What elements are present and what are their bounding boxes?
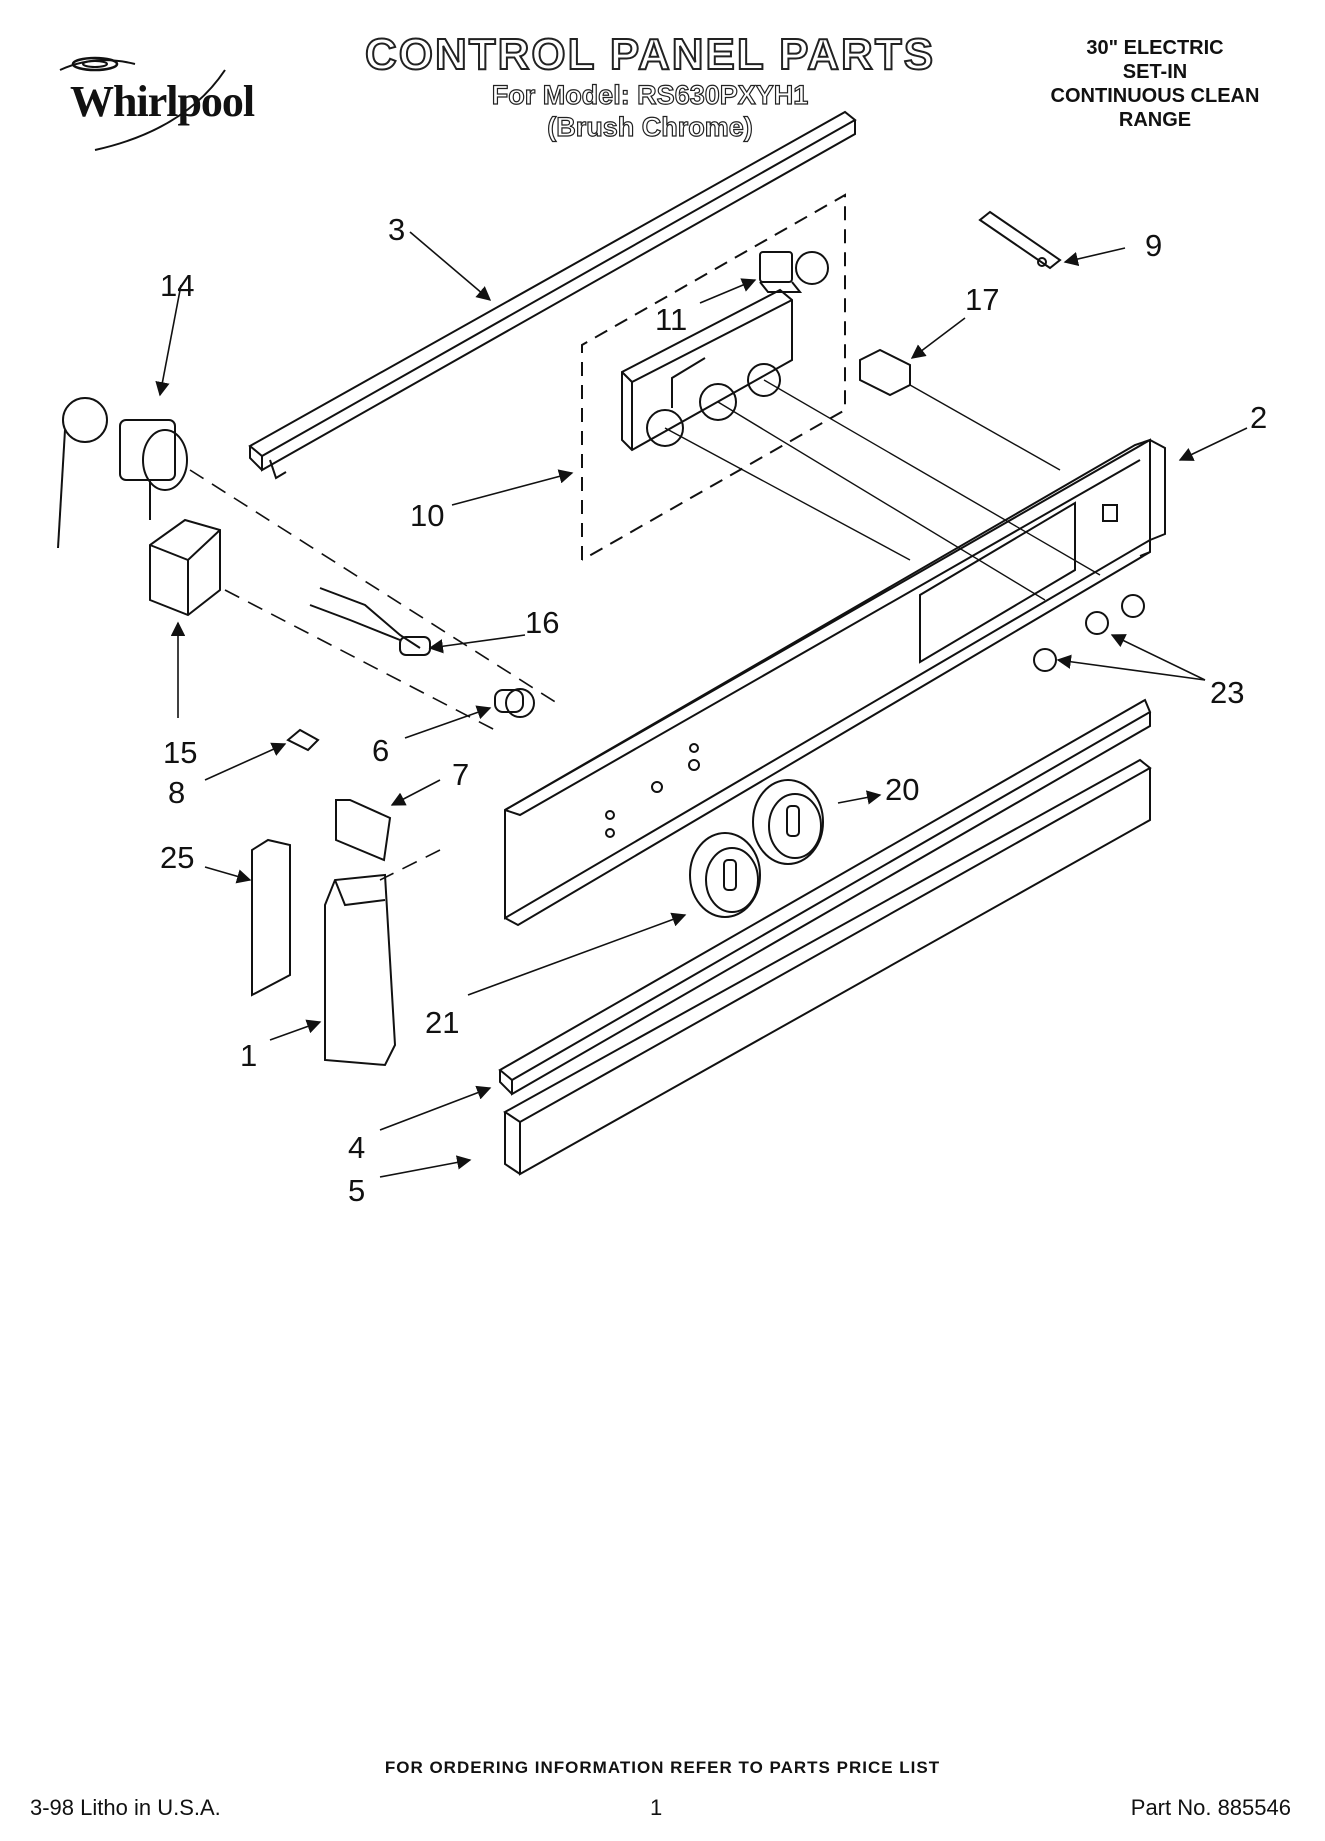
assembly-lines <box>189 469 561 881</box>
callout-6: 6 <box>372 733 390 768</box>
callout-1: 1 <box>240 1038 258 1073</box>
callout-16: 16 <box>525 605 560 640</box>
part-2-control-panel <box>504 438 1166 927</box>
brand-wordmark: Whirlpool <box>70 77 255 126</box>
part-4-bottom-trim <box>498 698 1152 1096</box>
callout-23: 23 <box>1210 675 1245 710</box>
product-line-1: 30" ELECTRIC <box>1086 37 1224 59</box>
callout-21: 21 <box>425 1005 460 1040</box>
leader-lines <box>664 379 1101 601</box>
callout-8: 8 <box>168 775 186 810</box>
part-8-clip <box>286 728 320 752</box>
part-15-switch-block <box>149 518 221 617</box>
litho-note: 3-98 Litho in U.S.A. <box>30 1795 221 1820</box>
product-line-4: RANGE <box>1118 109 1192 131</box>
page-title: CONTROL PANEL PARTS <box>364 29 936 80</box>
part-17-rocker-switch <box>859 348 911 397</box>
part-10-switch-housing <box>621 288 793 452</box>
part-23-indicator-lights <box>1033 594 1145 672</box>
product-line-3: CONTINUOUS CLEAN <box>1050 85 1260 107</box>
part-3-top-trim <box>248 110 857 480</box>
product-line-2: SET-IN <box>1122 61 1188 83</box>
callout-15: 15 <box>163 735 198 770</box>
part-6-lamp-socket <box>494 688 535 718</box>
callout-arrows <box>155 231 1248 1178</box>
swirl-icon <box>59 56 226 151</box>
callout-5: 5 <box>348 1173 366 1208</box>
callout-4: 4 <box>348 1130 366 1165</box>
callout-7: 7 <box>452 757 470 792</box>
part-11-switch <box>759 251 829 293</box>
part-7-bracket <box>335 799 392 862</box>
callout-11: 11 <box>655 302 688 337</box>
whirlpool-logo <box>55 50 285 160</box>
part-9-bracket <box>978 210 1062 270</box>
part-25-side-bracket <box>251 838 291 997</box>
part-16-wire-harness <box>309 587 431 656</box>
callout-14: 14 <box>160 268 195 303</box>
part-number: Part No. 885546 <box>1130 1795 1291 1820</box>
finish-line: (Brush Chrome) <box>547 111 754 142</box>
callout-25: 25 <box>160 840 195 875</box>
page-number: 1 <box>650 1795 663 1820</box>
part-1-end-cap <box>324 873 397 1067</box>
part-14-thermostat <box>57 397 188 549</box>
part-10-dashed-boundary <box>581 193 846 561</box>
callout-17: 17 <box>965 282 1000 317</box>
callout-3: 3 <box>388 212 406 247</box>
callout-10: 10 <box>410 498 445 533</box>
callout-2: 2 <box>1250 400 1268 435</box>
part-20-knob <box>752 779 824 865</box>
part-5-bottom-trim <box>503 758 1152 1176</box>
callout-20: 20 <box>885 772 920 807</box>
part-21-knob <box>689 832 761 918</box>
callout-9: 9 <box>1145 228 1163 263</box>
ordering-note: FOR ORDERING INFORMATION REFER TO PARTS … <box>384 1758 941 1777</box>
model-line: For Model: RS630PXYH1 <box>491 79 809 110</box>
